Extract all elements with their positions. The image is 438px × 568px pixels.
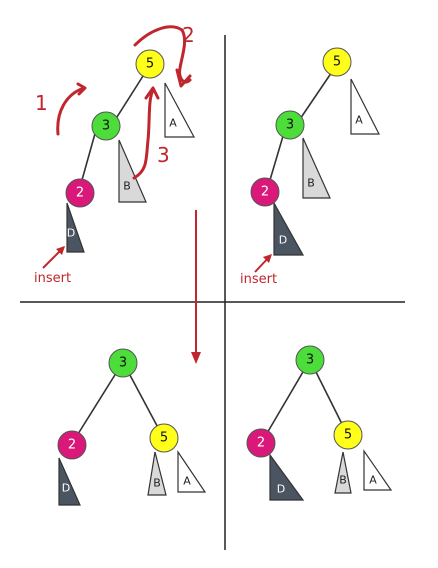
node-5-label: 5 bbox=[344, 428, 352, 443]
subtree-a bbox=[350, 78, 380, 135]
subtree-d bbox=[58, 457, 81, 506]
node-3 bbox=[91, 111, 121, 141]
quadrant-bottom-right: D B A 3 2 5 bbox=[246, 345, 393, 501]
subtree-d bbox=[66, 202, 85, 253]
rotation-stroke-3 bbox=[132, 88, 155, 180]
insert-arrow-head bbox=[263, 254, 272, 263]
insert-label: insert bbox=[34, 271, 71, 286]
subtree-b-label: B bbox=[307, 177, 315, 190]
subtree-a bbox=[363, 449, 393, 491]
node-3 bbox=[108, 348, 138, 378]
node-5-label: 5 bbox=[333, 55, 341, 70]
subtree-a-label: A bbox=[369, 474, 377, 487]
node-2 bbox=[65, 178, 95, 208]
node-2-label: 2 bbox=[76, 186, 84, 201]
step-2-mark: 2 bbox=[182, 23, 195, 47]
node-5-label: 5 bbox=[146, 57, 154, 72]
step-1-mark: 1 bbox=[35, 91, 48, 115]
quadrant-bottom-left: D B A 3 2 5 bbox=[57, 348, 207, 506]
subtree-b-label: B bbox=[153, 477, 161, 490]
node-5 bbox=[322, 47, 352, 77]
insert-arrow-head bbox=[56, 246, 65, 255]
subtree-b bbox=[118, 139, 147, 203]
edge-3-2 bbox=[72, 361, 124, 443]
node-3-label: 3 bbox=[102, 119, 110, 134]
quadrant-top-right: A B D 5 3 2 insert bbox=[240, 47, 380, 287]
subtree-b bbox=[302, 137, 331, 199]
subtree-b-label: B bbox=[123, 180, 131, 193]
subtree-a-label: A bbox=[183, 475, 191, 488]
transition-arrow bbox=[191, 210, 201, 364]
node-2 bbox=[57, 430, 87, 460]
node-2-label: 2 bbox=[68, 438, 76, 453]
subtree-d-label: D bbox=[67, 227, 75, 240]
insert-label: insert bbox=[240, 272, 277, 287]
subtree-d-label: D bbox=[277, 483, 285, 496]
node-3-label: 3 bbox=[119, 356, 127, 371]
node-5 bbox=[149, 423, 179, 453]
subtree-a-label: A bbox=[169, 117, 177, 130]
node-2-label: 2 bbox=[261, 185, 269, 200]
edge-3-2 bbox=[81, 129, 97, 181]
transition-arrow-head bbox=[191, 352, 201, 364]
subtree-b bbox=[147, 451, 167, 496]
subtree-a-label: A bbox=[355, 114, 363, 127]
subtree-b-label: B bbox=[339, 474, 347, 487]
subtree-d bbox=[269, 453, 305, 501]
rotation-stroke-2-head bbox=[175, 68, 192, 88]
rotation-stroke-1-head bbox=[76, 82, 87, 96]
subtree-a bbox=[164, 82, 196, 138]
rotation-stroke-1 bbox=[56, 86, 86, 136]
node-3 bbox=[275, 110, 305, 140]
edge-3-2 bbox=[262, 359, 311, 441]
node-2-label: 2 bbox=[257, 436, 265, 451]
subtree-d bbox=[273, 200, 305, 256]
node-3-label: 3 bbox=[306, 353, 314, 368]
node-2 bbox=[246, 428, 276, 458]
step-3-mark: 3 bbox=[157, 143, 170, 167]
node-3-label: 3 bbox=[286, 118, 294, 133]
node-5 bbox=[333, 420, 363, 450]
subtree-b bbox=[334, 451, 352, 494]
rotation-stroke-3-head bbox=[144, 86, 160, 100]
node-2 bbox=[250, 177, 280, 207]
quadrant-top-left: A B D 5 3 2 insert 1 2 3 bbox=[34, 23, 196, 286]
node-5-label: 5 bbox=[160, 431, 168, 446]
node-5 bbox=[135, 49, 165, 79]
node-3 bbox=[295, 345, 325, 375]
subtree-a bbox=[177, 450, 207, 493]
subtree-d-label: D bbox=[279, 234, 287, 247]
subtree-d-label: D bbox=[62, 482, 70, 495]
rotation-stroke-2 bbox=[133, 25, 192, 84]
